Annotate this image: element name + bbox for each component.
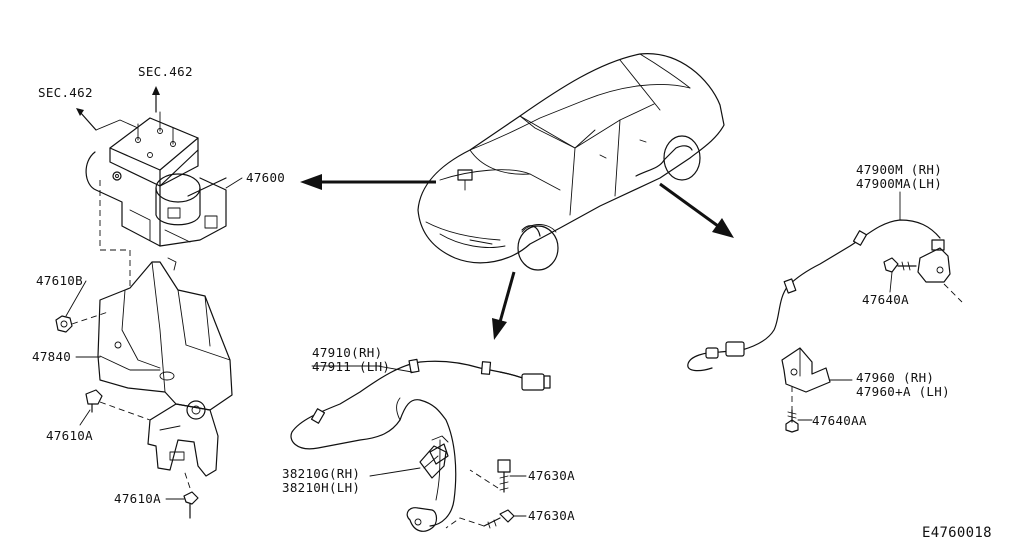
part-label-47610a-mid[interactable]: 47610A [46, 428, 93, 443]
bolt-47630a-lower [445, 509, 515, 529]
part-label-38210g[interactable]: 38210G(RH) [282, 466, 360, 481]
part-label-47911lh[interactable]: 47911 (LH) [312, 359, 390, 374]
part-label-47900ma[interactable]: 47900MA(LH) [856, 176, 942, 191]
sensor-rotor-bracket [419, 435, 449, 479]
part-label-47640a[interactable]: 47640A [862, 292, 909, 307]
callout-arrow-rear-sensor [659, 182, 734, 238]
part-label-38210h[interactable]: 38210H(LH) [282, 480, 360, 495]
abs-actuator [85, 111, 227, 247]
diagram-id: E4760018 [922, 525, 992, 541]
part-label-47960a[interactable]: 47960+A (LH) [856, 384, 950, 399]
bolt-47630a-upper [469, 459, 511, 493]
part-label-47610b[interactable]: 47610B [36, 273, 83, 288]
bolt-47640a [883, 257, 917, 273]
vehicle-outline [417, 53, 725, 271]
part-label-47630a-upper[interactable]: 47630A [528, 468, 575, 483]
sec-arrow-left [76, 108, 139, 131]
rear-sensor-bracket [781, 347, 831, 410]
front-wheel-sensor [290, 358, 551, 532]
callout-arrow-actuator [300, 174, 436, 190]
part-label-47960[interactable]: 47960 (RH) [856, 370, 934, 385]
part-label-47910rh[interactable]: 47910(RH) [312, 345, 382, 360]
bolt-47610a-bottom [183, 469, 199, 519]
bolt-47640aa [785, 409, 799, 433]
callout-arrow-front-sensor [492, 271, 516, 340]
part-label-47640aa[interactable]: 47640AA [812, 413, 867, 428]
part-label-47610a-bottom[interactable]: 47610A [114, 491, 161, 506]
part-label-47900m[interactable]: 47900M (RH) [856, 162, 942, 177]
actuator-bracket [97, 257, 233, 477]
part-label-47840[interactable]: 47840 [32, 349, 71, 364]
rear-wheel-sensor [687, 219, 963, 372]
part-label-47600[interactable]: 47600 [246, 170, 285, 185]
bolt-47610a-mid [85, 389, 151, 421]
sec-arrow-top [152, 86, 160, 113]
nut-47610b [55, 311, 109, 333]
sec-label-left[interactable]: SEC.462 [38, 85, 93, 100]
part-label-47630a-lower[interactable]: 47630A [528, 508, 575, 523]
sec-label-top[interactable]: SEC.462 [138, 64, 193, 79]
